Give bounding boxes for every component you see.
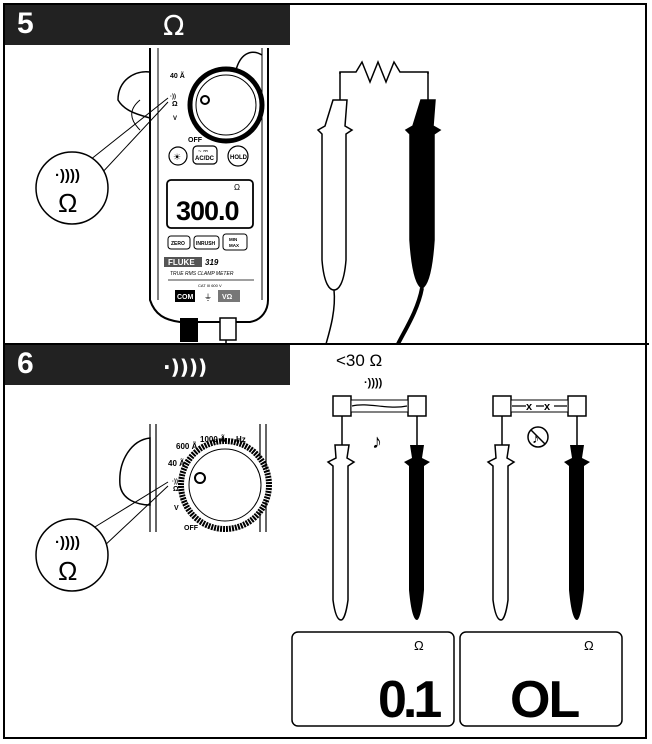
range-600a-label: 600 Ã: [176, 442, 198, 451]
threshold-label: <30 Ω: [336, 351, 382, 370]
page-frame: [3, 3, 647, 739]
svg-text:Ω: Ω: [584, 638, 594, 653]
hold-button-label: HOLD: [230, 155, 248, 161]
beep-music-icon: ♪: [372, 431, 382, 453]
hold-button: [227, 145, 249, 167]
clamp-meter-step5: 40 Ã ·)) Ω V OFF ☀ AC/DC ~ ⎓ HOLD Ω 300.…: [89, 48, 269, 345]
ohm-symbol: Ω: [163, 9, 185, 42]
off-label-step6: OFF: [184, 525, 199, 532]
step-6-header: 6 ·)))): [5, 345, 290, 385]
range-40a-label: 40 Ã: [170, 71, 185, 80]
acdc-button: [192, 145, 218, 165]
svg-text:Ω: Ω: [173, 486, 179, 493]
svg-text:V: V: [174, 505, 179, 512]
step-5-header: 5 Ω: [5, 5, 290, 45]
backlight-button: [168, 146, 188, 166]
clamp-meter-step6: 1000 Ã Hz 600 Ã 40 Ã ·)) Ω V OFF: [89, 424, 272, 549]
inrush-button: INRUSH: [196, 241, 216, 247]
ohm-position-label: Ω: [172, 101, 178, 108]
resistor-probes-step5: [316, 59, 442, 345]
svg-text:OL: OL: [510, 671, 579, 729]
svg-text:0.1: 0.1: [378, 671, 441, 729]
right-display-panel: Ω OL: [459, 631, 623, 729]
com-jack-label: COM: [177, 294, 194, 301]
callout-continuity-ohm-step6: ·)))) Ω: [35, 518, 109, 592]
svg-text:x: x: [526, 401, 533, 413]
acdc-button-label: AC/DC: [195, 156, 215, 162]
svg-text:~ ⎓: ~ ⎓: [198, 149, 208, 155]
svg-text:V: V: [173, 116, 177, 122]
cat-rating: CAT III 600 V: [198, 283, 222, 288]
svg-text:Ω: Ω: [414, 638, 424, 653]
minmax-button: MIN: [229, 237, 237, 242]
svg-text:x: x: [544, 401, 551, 413]
display-value: 300.0: [176, 196, 239, 226]
meter-display: [166, 179, 254, 229]
continuity-fail-test: x x ♪: [486, 395, 590, 621]
svg-text:⏚: ⏚: [204, 293, 212, 302]
meter-subtitle: TRUE RMS CLAMP METER: [170, 271, 234, 277]
svg-text:Ω: Ω: [58, 556, 77, 586]
callout-continuity-ohm-step5: ·)))) Ω: [35, 151, 109, 225]
brand-logo: FLUKE: [168, 258, 195, 267]
svg-text:Ω: Ω: [58, 188, 77, 218]
off-position-label: OFF: [188, 137, 203, 144]
model-number: 319: [205, 258, 219, 267]
continuity-position-icon: ·)): [170, 94, 176, 100]
range-hz-label: Hz: [236, 435, 246, 444]
svg-text:·)): ·)): [172, 479, 178, 485]
display-unit: Ω: [234, 183, 240, 192]
step-5-number: 5: [17, 7, 34, 40]
svg-text:·)))): ·)))): [55, 167, 80, 184]
backlight-icon: ☀: [173, 152, 181, 162]
range-1000a-label: 1000 Ã: [200, 435, 226, 444]
vohm-jack-label: VΩ: [222, 294, 233, 301]
svg-text:·)))): ·)))): [55, 534, 80, 551]
threshold-sound-icon: ·)))): [364, 377, 383, 389]
svg-text:MAX: MAX: [229, 243, 239, 248]
step-6-number: 6: [17, 347, 34, 380]
zero-button: ZERO: [171, 241, 185, 247]
svg-text:♪: ♪: [532, 430, 539, 446]
continuity-symbol: ·)))): [163, 355, 208, 379]
continuity-pass-test: ♪: [326, 395, 430, 621]
range-40a-label-step6: 40 Ã: [168, 459, 185, 468]
left-display-panel: Ω 0.1: [291, 631, 455, 729]
